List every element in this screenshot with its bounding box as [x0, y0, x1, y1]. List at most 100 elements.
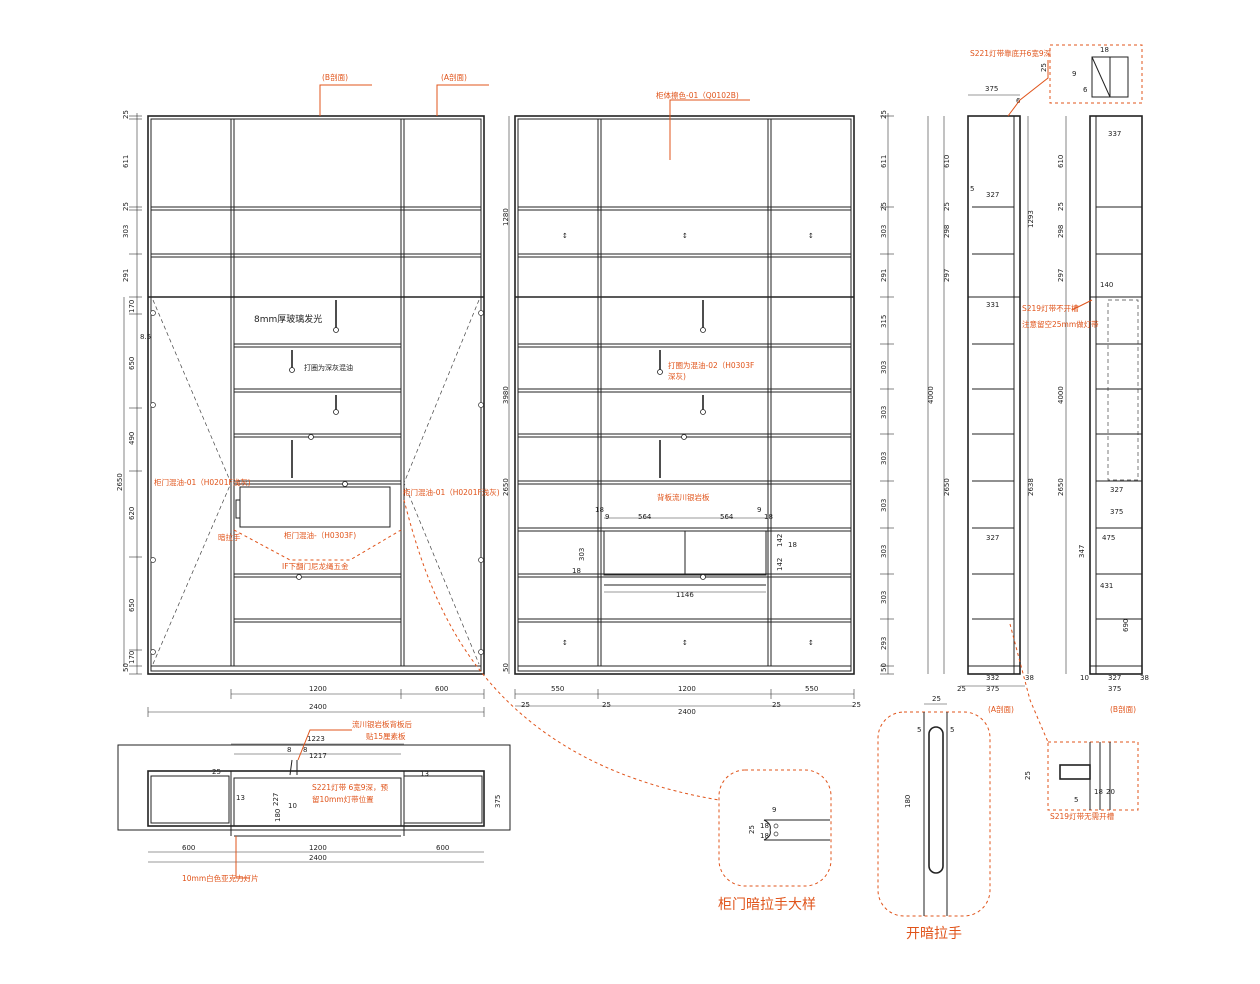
svg-text:1280: 1280 — [502, 208, 510, 226]
label-s219-slot: S219灯带不开槽 — [1022, 303, 1079, 313]
svg-text:180: 180 — [274, 809, 282, 822]
svg-text:25: 25 — [521, 701, 530, 709]
svg-text:1223: 1223 — [307, 735, 325, 743]
svg-text:291: 291 — [880, 269, 888, 282]
plan-view: 1223 1217 8 8 25 13 13 227 180 10 375 60… — [117, 719, 511, 883]
svg-text:25: 25 — [957, 685, 966, 693]
svg-text:2638: 2638 — [1027, 478, 1035, 496]
svg-text:18: 18 — [572, 567, 581, 575]
section-a: 375 6 5 327 331 327 332 375 25 38 610 25… — [927, 60, 1049, 714]
svg-text:9: 9 — [605, 513, 609, 521]
svg-text:↕: ↕ — [808, 232, 814, 240]
svg-text:25: 25 — [1040, 63, 1048, 72]
svg-text:2650: 2650 — [1057, 478, 1065, 496]
svg-text:303: 303 — [880, 545, 888, 558]
label-glass: 8mm厚玻璃发光 — [254, 313, 322, 325]
label-door-paint-left: 柜门混油-01（H0201F浅灰) — [154, 477, 251, 487]
svg-text:25: 25 — [852, 701, 861, 709]
svg-text:347: 347 — [1078, 545, 1086, 558]
svg-text:↕: ↕ — [562, 232, 568, 240]
svg-text:25: 25 — [772, 701, 781, 709]
svg-text:10: 10 — [288, 802, 297, 810]
svg-text:25: 25 — [122, 110, 130, 119]
svg-text:25: 25 — [1024, 771, 1032, 780]
label-sec-b: (B剖面) — [1110, 704, 1136, 714]
svg-text:327: 327 — [986, 191, 999, 199]
light-top-detail: 18 9 6 25 S221灯带靠底开6宽9深 — [970, 44, 1143, 104]
svg-text:303: 303 — [880, 452, 888, 465]
svg-text:1146: 1146 — [676, 591, 694, 599]
svg-text:↕: ↕ — [808, 639, 814, 647]
svg-text:170: 170 — [128, 300, 136, 313]
label-s219-no-slot: S219灯带无需开槽 — [1050, 811, 1115, 821]
svg-text:610: 610 — [943, 155, 951, 168]
label-a-section-top: (A剖面) — [441, 72, 467, 82]
svg-text:2650: 2650 — [116, 473, 124, 491]
svg-text:9: 9 — [772, 806, 776, 814]
svg-text:10: 10 — [1080, 674, 1089, 682]
left-dimension-chain: 25 611 25 303 291 170 650 490 2650 620 6… — [116, 110, 142, 675]
svg-text:18: 18 — [1100, 46, 1109, 54]
svg-text:38: 38 — [1140, 674, 1149, 682]
svg-text:690: 690 — [1122, 619, 1130, 632]
svg-text:227: 227 — [272, 793, 280, 806]
svg-text:298: 298 — [1057, 225, 1065, 238]
section-b: 337 140 327 375 475 431 347 690 10 327 3… — [1022, 115, 1149, 714]
svg-text:303: 303 — [880, 225, 888, 238]
svg-text:↕: ↕ — [682, 232, 688, 240]
label-light-s221-top: S221灯带靠底开6宽9深 — [970, 48, 1052, 58]
svg-text:18: 18 — [760, 832, 769, 840]
svg-text:2650: 2650 — [943, 478, 951, 496]
svg-text:13: 13 — [236, 794, 245, 802]
svg-text:610: 610 — [1057, 155, 1065, 168]
svg-text:1200: 1200 — [309, 685, 327, 693]
svg-text:303: 303 — [122, 225, 130, 238]
svg-text:375: 375 — [1108, 685, 1121, 693]
label-b-section-top: (B剖面) — [322, 72, 348, 82]
svg-text:303: 303 — [880, 406, 888, 419]
svg-text:327: 327 — [1108, 674, 1121, 682]
svg-text:303: 303 — [880, 499, 888, 512]
label-door-paint-right: 柜门混油-01（H0201F浅灰) — [403, 487, 500, 497]
svg-text:327: 327 — [1110, 486, 1123, 494]
svg-text:600: 600 — [435, 685, 448, 693]
svg-text:50: 50 — [122, 663, 130, 672]
svg-text:375: 375 — [1110, 508, 1123, 516]
svg-text:550: 550 — [805, 685, 818, 693]
svg-text:4000: 4000 — [927, 386, 935, 404]
svg-text:2400: 2400 — [678, 708, 696, 716]
svg-text:5: 5 — [970, 185, 974, 193]
svg-text:6: 6 — [1083, 86, 1088, 94]
right-dimension-chain: 25 611 25 303 291 315 303 303 303 303 30… — [880, 110, 894, 675]
svg-text:9: 9 — [1072, 70, 1076, 78]
label-cabinet-stain: 柜体擦色-01（Q0102B) — [656, 90, 739, 100]
svg-text:332: 332 — [986, 674, 999, 682]
svg-text:337: 337 — [1108, 130, 1121, 138]
label-detail-title: 柜门暗拉手大样 — [718, 897, 816, 913]
svg-text:1200: 1200 — [678, 685, 696, 693]
svg-text:13: 13 — [420, 770, 429, 778]
svg-text:142: 142 — [776, 534, 784, 547]
svg-text:5: 5 — [1074, 796, 1078, 804]
svg-text:293: 293 — [880, 637, 888, 650]
svg-text:375: 375 — [986, 685, 999, 693]
svg-text:38: 38 — [1025, 674, 1034, 682]
svg-text:18: 18 — [1094, 788, 1103, 796]
svg-text:25: 25 — [122, 202, 130, 211]
svg-text:4000: 4000 — [1057, 386, 1065, 404]
label-cabinet-door-paint: 柜门混油-（H0303F) — [284, 530, 356, 540]
svg-text:291: 291 — [122, 269, 130, 282]
svg-text:170: 170 — [128, 651, 136, 664]
label-plan-note: 流川银岩板背板后贴15厘素板 — [352, 719, 412, 741]
open-handle-detail: 25 5 5 180 开暗拉手 — [877, 695, 991, 942]
svg-text:297: 297 — [1057, 269, 1065, 282]
front-elevation-shelves: ↕ ↕ ↕ ↕ ↕ ↕ 柜体擦色-01（Q0102B) 打圈为混油-02（H03… — [502, 90, 894, 716]
svg-text:5: 5 — [950, 726, 954, 734]
svg-text:375: 375 — [494, 795, 502, 808]
svg-text:611: 611 — [880, 155, 888, 168]
svg-text:18: 18 — [788, 541, 797, 549]
svg-text:25: 25 — [880, 202, 888, 211]
svg-text:50: 50 — [880, 663, 888, 672]
